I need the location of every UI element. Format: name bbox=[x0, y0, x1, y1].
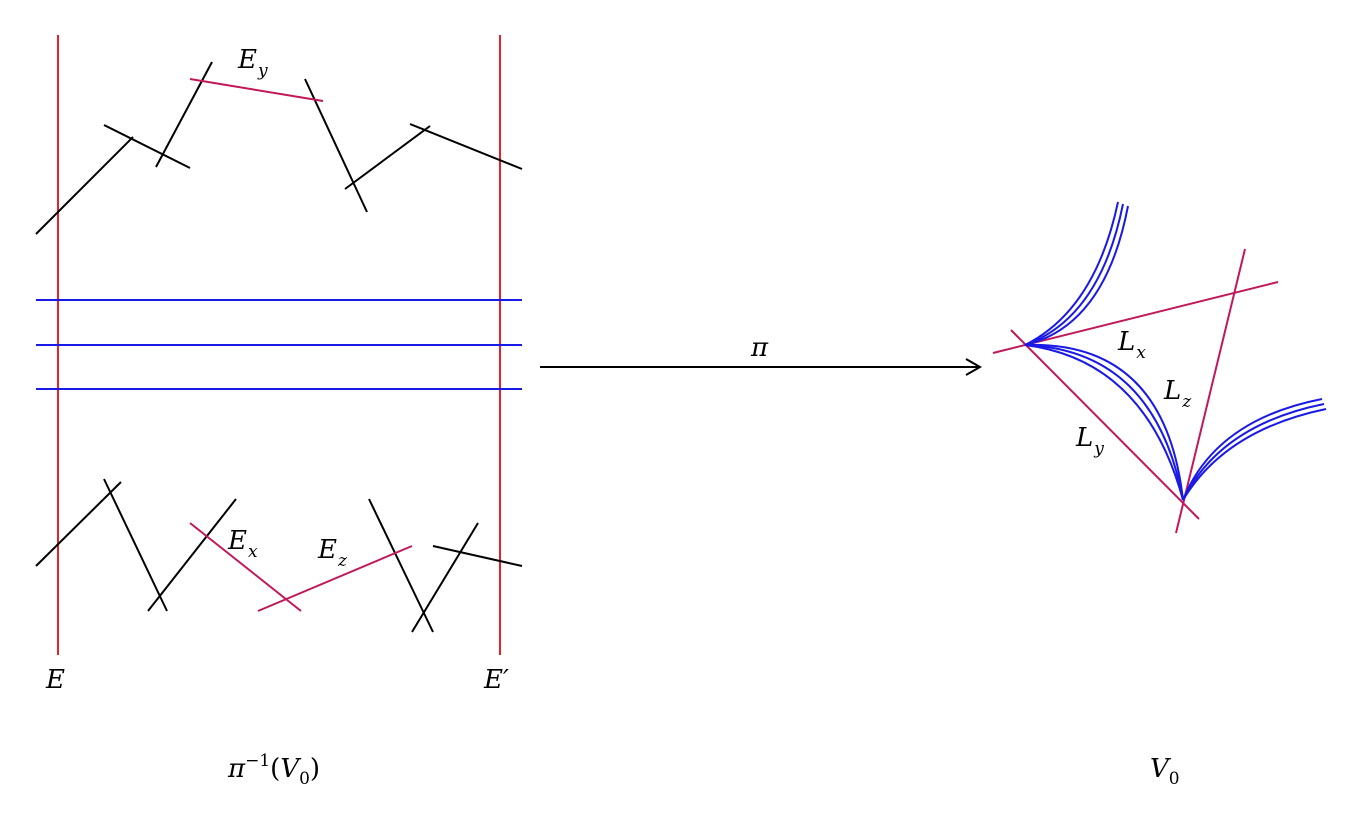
label-E-prime: E′ bbox=[483, 665, 509, 695]
curves-upper bbox=[1024, 201, 1129, 346]
label-pi: π bbox=[750, 333, 769, 363]
bottom-chain bbox=[35, 478, 523, 633]
map-arrow: π bbox=[540, 333, 983, 376]
label-E-x: Ex bbox=[227, 526, 258, 562]
target-picture: Lx Lz Ly V0 bbox=[992, 201, 1327, 789]
component-E-x bbox=[189, 522, 302, 612]
curves-lower bbox=[1182, 398, 1327, 501]
top-chain bbox=[35, 61, 523, 235]
label-L-y: Ly bbox=[1075, 423, 1104, 459]
label-preimage: π−1(V0) bbox=[227, 751, 320, 789]
label-E: E bbox=[45, 665, 65, 695]
label-V0: V0 bbox=[1150, 754, 1180, 789]
component-E-y bbox=[189, 78, 324, 102]
preimage-picture: E E′ Ey Ex Ez π−1(V0) bbox=[35, 35, 523, 789]
component-E-z bbox=[257, 545, 413, 612]
label-E-y: Ey bbox=[237, 45, 268, 81]
label-E-z: Ez bbox=[317, 535, 348, 571]
curves-middle bbox=[1024, 343, 1184, 501]
line-L-y bbox=[1010, 329, 1200, 520]
label-L-x: Lx bbox=[1117, 327, 1146, 363]
line-L-z bbox=[1175, 248, 1246, 534]
label-L-z: Lz bbox=[1163, 376, 1192, 412]
